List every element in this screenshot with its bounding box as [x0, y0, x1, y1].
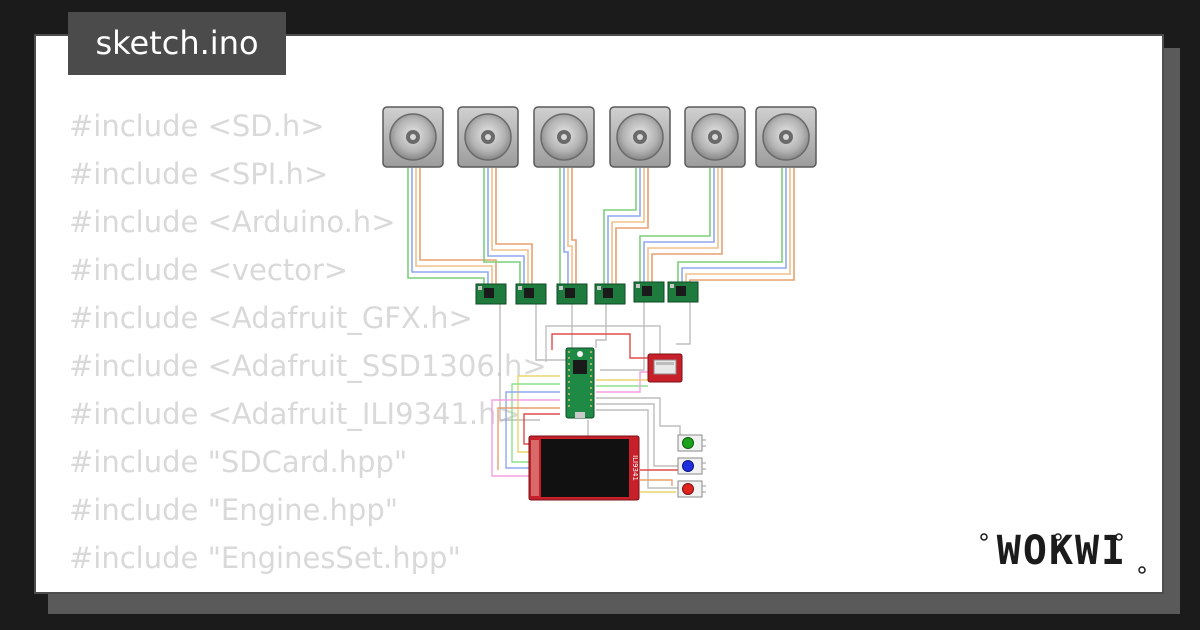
code-line: #include <vector> [69, 253, 349, 287]
code-line: #include <SD.h> [69, 109, 325, 143]
stepper-motor[interactable] [382, 106, 444, 168]
stepper-driver[interactable] [475, 283, 507, 305]
control-wires [491, 302, 691, 493]
stepper-driver[interactable] [594, 283, 626, 305]
stepper-motor[interactable] [755, 106, 817, 168]
code-line: #include <Adafruit_SSD1306.h> [69, 349, 547, 383]
motor-wires [407, 168, 795, 288]
preview-card: #include <SD.h> #include <SPI.h> #includ… [34, 34, 1164, 594]
code-line: #include <SPI.h> [69, 157, 329, 191]
code-line: #include <Adafruit_GFX.h> [69, 301, 473, 335]
code-line: #include <Adafruit_ILI9341.h> [69, 397, 521, 431]
stepper-driver[interactable] [515, 283, 547, 305]
wokwi-logo-text: WOKWI [997, 528, 1127, 574]
code-line: #include "Engine.hpp" [69, 493, 399, 527]
code-line: #include "EnginesSet.hpp" [69, 541, 461, 575]
sd-card-module[interactable] [647, 353, 683, 383]
blue-button[interactable] [677, 457, 706, 475]
file-tab[interactable]: sketch.ino [68, 12, 286, 75]
display-label: ILI9341 [631, 455, 639, 481]
red-button[interactable] [677, 480, 706, 498]
stepper-driver[interactable] [667, 281, 699, 303]
green-button[interactable] [677, 434, 706, 452]
stepper-motor[interactable] [457, 106, 519, 168]
pico-board[interactable] [565, 347, 595, 419]
stepper-motor[interactable] [609, 106, 671, 168]
ili9341-display[interactable] [528, 435, 640, 501]
stepper-driver[interactable] [556, 283, 588, 305]
stepper-motor[interactable] [684, 106, 746, 168]
stepper-driver[interactable] [633, 281, 665, 303]
wokwi-logo: WOKWI [980, 528, 1146, 574]
code-line: #include "SDCard.hpp" [69, 445, 408, 479]
code-line: #include <Arduino.h> [69, 205, 396, 239]
stepper-motor[interactable] [533, 106, 595, 168]
code-preview: #include <SD.h> #include <SPI.h> #includ… [69, 102, 547, 582]
